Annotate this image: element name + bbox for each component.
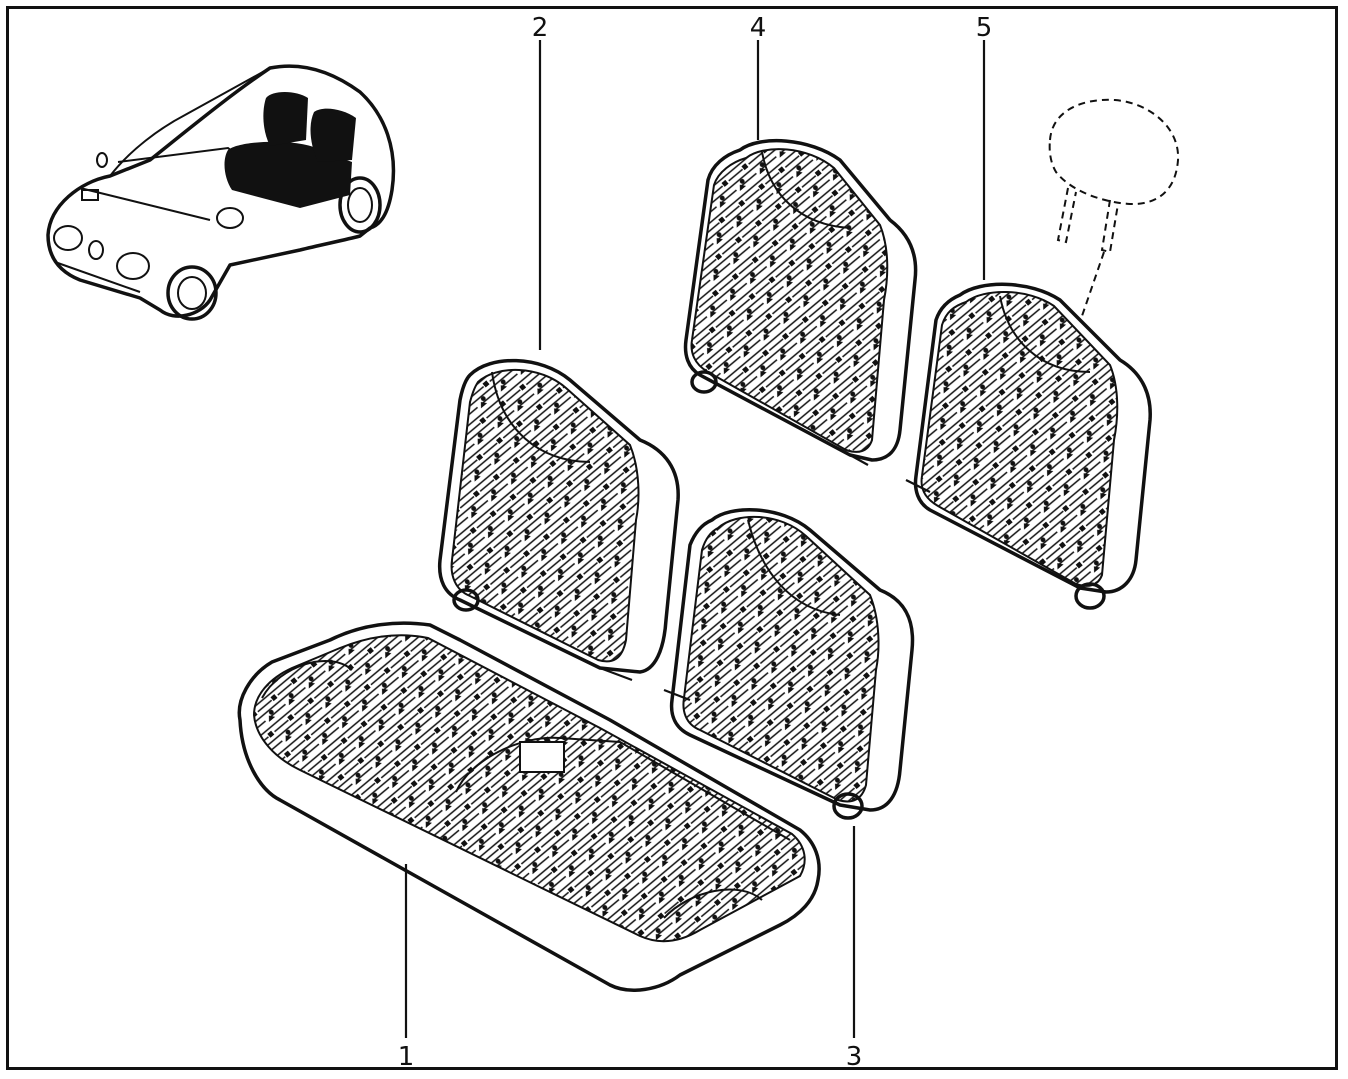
rear-seatback-left-highlight bbox=[263, 92, 308, 146]
drawing-frame bbox=[6, 6, 1338, 1070]
callout-4: 4 bbox=[750, 13, 767, 43]
callout-2: 2 bbox=[532, 13, 549, 43]
callout-1: 1 bbox=[398, 1042, 415, 1072]
seatback-center bbox=[663, 508, 915, 820]
seatback-right bbox=[905, 282, 1152, 610]
rear-seatback-right-highlight bbox=[310, 108, 356, 162]
seatback-upper bbox=[683, 139, 918, 466]
headrest-optional bbox=[1048, 98, 1180, 317]
callout-3: 3 bbox=[846, 1042, 863, 1072]
callout-5: 5 bbox=[976, 13, 993, 43]
car-location-thumbnail bbox=[46, 64, 396, 321]
seatback-left bbox=[437, 358, 680, 682]
seat-cushion bbox=[237, 621, 821, 992]
